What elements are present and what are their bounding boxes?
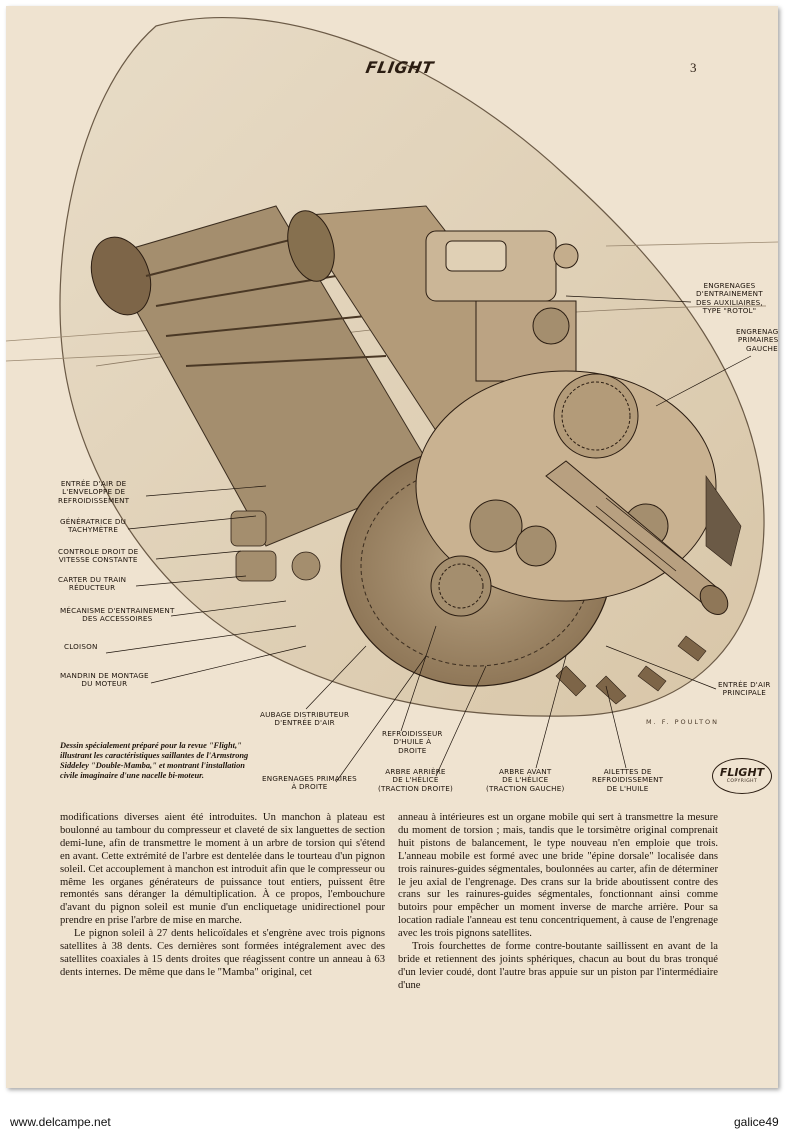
label-primary-gears-right: ENGRENAGES PRIMAIRES À DROITE [262,774,357,792]
label-reduction-casing: CARTER DU TRAIN RÉDUCTEUR [58,575,127,593]
leader-lines [105,295,752,783]
artist-signature: M. F. POULTON [646,718,720,726]
oil-cooling-fins [555,475,742,705]
body-paragraph: modifications diverses aient été introdu… [60,812,385,927]
label-oil-cooler: REFROIDISSEUR D'HUILE À DROITE [382,729,443,755]
label-cooling-air-inlet: ENTRÉE D'AIR DE L'ENVELOPPE DE REFROIDIS… [58,479,130,505]
label-auxiliary-gears: ENGRENAGES D'ENTRAINEMENT DES AUXILIAIRE… [696,281,763,316]
engine-left-cylinder [90,205,437,547]
watermark-seller: galice49 [734,1115,779,1129]
page-number: 3 [690,60,697,75]
label-tachometer: GÉNÉRATRICE DU TACHYMÈTRE [60,517,127,535]
auxiliary-gearbox [425,230,579,382]
body-paragraph: anneau à intérieures est un organe mobil… [398,812,718,940]
label-main-air-inlet: ENTRÉE D'AIR PRINCIPALE [718,680,771,698]
watermark-site: www.delcampe.net [10,1115,111,1129]
label-bulkhead: CLOISON [64,642,98,651]
body-paragraph: Le pignon soleil à 27 dents helicoïdales… [60,928,385,978]
flight-copyright-badge: FLIGHT COPYRIGHT [712,758,772,794]
label-oil-cooling-fins: AILETTES DE REFROIDISSEMENT DE L'HUILE [592,767,664,793]
accessory-units [230,510,321,582]
engine-cutaway-drawing [6,16,778,783]
flight-logo: FLIGHT [364,58,436,77]
figure-caption: Dessin spécialement préparé pour la revu… [60,741,249,780]
propeller-shaft [545,460,729,615]
label-primary-gears-left: ENGRENAGES PRIMAIRES À GAUCHE [736,327,778,353]
magazine-page: FLIGHT 3 ENGRENAGES D'ENTRAINEMENT DES A… [6,6,778,1088]
label-engine-mount: MANDRIN DE MONTAGE DU MOTEUR [60,671,149,689]
label-speed-control: CONTROLE DROIT DE VITESSE CONSTANTE [58,547,139,565]
body-column-left: modifications diverses aient été introdu… [60,812,385,980]
label-front-shaft: ARBRE AVANT DE L'HÉLICE (TRACTION GAUCHE… [486,767,565,793]
label-inlet-guide-vanes: AUBAGE DISTRIBUTEUR D'ENTRÉE D'AIR [260,710,350,728]
badge-brand: FLIGHT [719,766,765,779]
badge-note: COPYRIGHT [726,779,758,784]
label-accessory-drive: MÉCANISME D'ENTRAINEMENT DES ACCESSOIRES [60,606,175,624]
body-paragraph: Trois fourchettes de forme contre-boutan… [398,941,718,991]
label-rear-shaft: ARBRE ARRIÈRE DE L'HÉLICE (TRACTION DROI… [378,767,453,793]
body-column-right: anneau à intérieures est un organe mobil… [398,812,718,993]
